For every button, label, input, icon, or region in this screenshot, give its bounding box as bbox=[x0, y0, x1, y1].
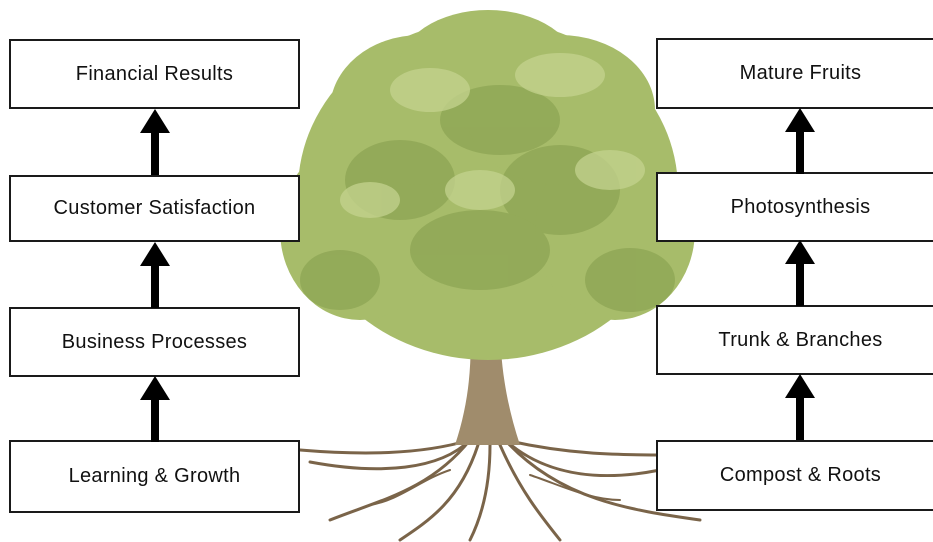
arrow-up-icon bbox=[140, 376, 170, 442]
arrow-up-icon bbox=[785, 240, 815, 306]
right-box-photosynthesis: Photosynthesis bbox=[656, 172, 933, 242]
left-box-financial-results: Financial Results bbox=[9, 39, 300, 109]
left-box-learning-growth: Learning & Growth bbox=[9, 440, 300, 513]
arrow-up-icon bbox=[785, 374, 815, 440]
arrow-up-icon bbox=[140, 242, 170, 308]
left-box-customer-satisfaction: Customer Satisfaction bbox=[9, 175, 300, 242]
right-box-compost-roots: Compost & Roots bbox=[656, 440, 933, 511]
right-box-trunk-branches: Trunk & Branches bbox=[656, 305, 933, 375]
arrow-up-icon bbox=[140, 109, 170, 175]
arrow-up-icon bbox=[785, 108, 815, 174]
right-box-mature-fruits: Mature Fruits bbox=[656, 38, 933, 109]
left-box-business-processes: Business Processes bbox=[9, 307, 300, 377]
